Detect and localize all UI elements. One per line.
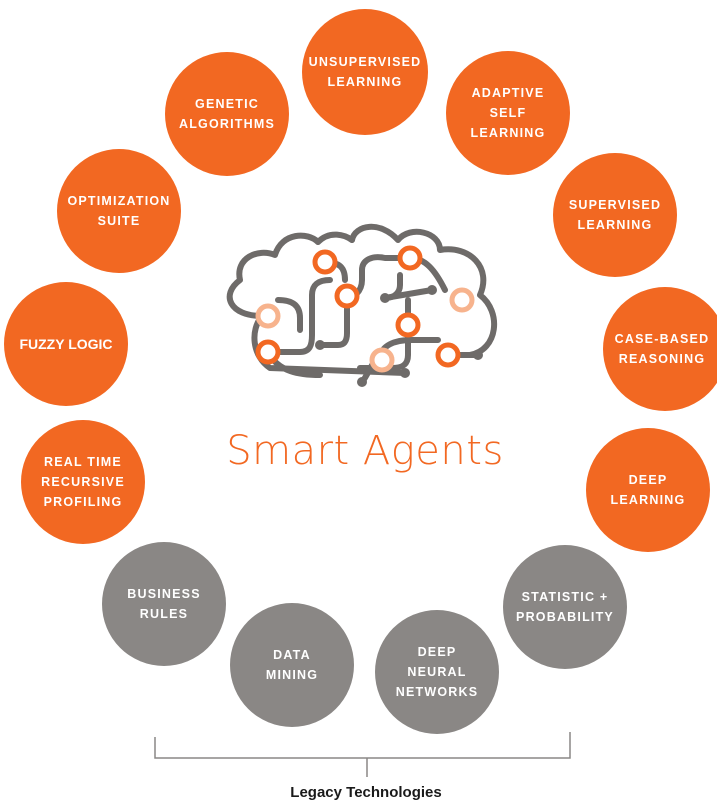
node-deep-learning: DEEP LEARNING [586, 428, 710, 552]
node-deep-neural-networks: DEEP NEURAL NETWORKS [375, 610, 499, 734]
node-case-based-reasoning: CASE-BASED REASONING [603, 287, 717, 411]
node-adaptive-self-learning: ADAPTIVE SELF LEARNING [446, 51, 570, 175]
node-fuzzy-logic: FUZZY LOGIC [4, 282, 128, 406]
node-data-mining: DATA MINING [230, 603, 354, 727]
node-real-time-recursive-profiling: REAL TIME RECURSIVE PROFILING [21, 420, 145, 544]
node-genetic-algorithms: GENETIC ALGORITHMS [165, 52, 289, 176]
node-unsupervised-learning: UNSUPERVISED LEARNING [302, 9, 428, 135]
node-business-rules: BUSINESS RULES [102, 542, 226, 666]
node-supervised-learning: SUPERVISED LEARNING [553, 153, 677, 277]
legacy-technologies-label: Legacy Technologies [290, 784, 442, 801]
node-statistic-probability: STATISTIC + PROBABILITY [503, 545, 627, 669]
smart-agents-title: Smart Agents [226, 428, 504, 474]
node-optimization-suite: OPTIMIZATION SUITE [57, 149, 181, 273]
